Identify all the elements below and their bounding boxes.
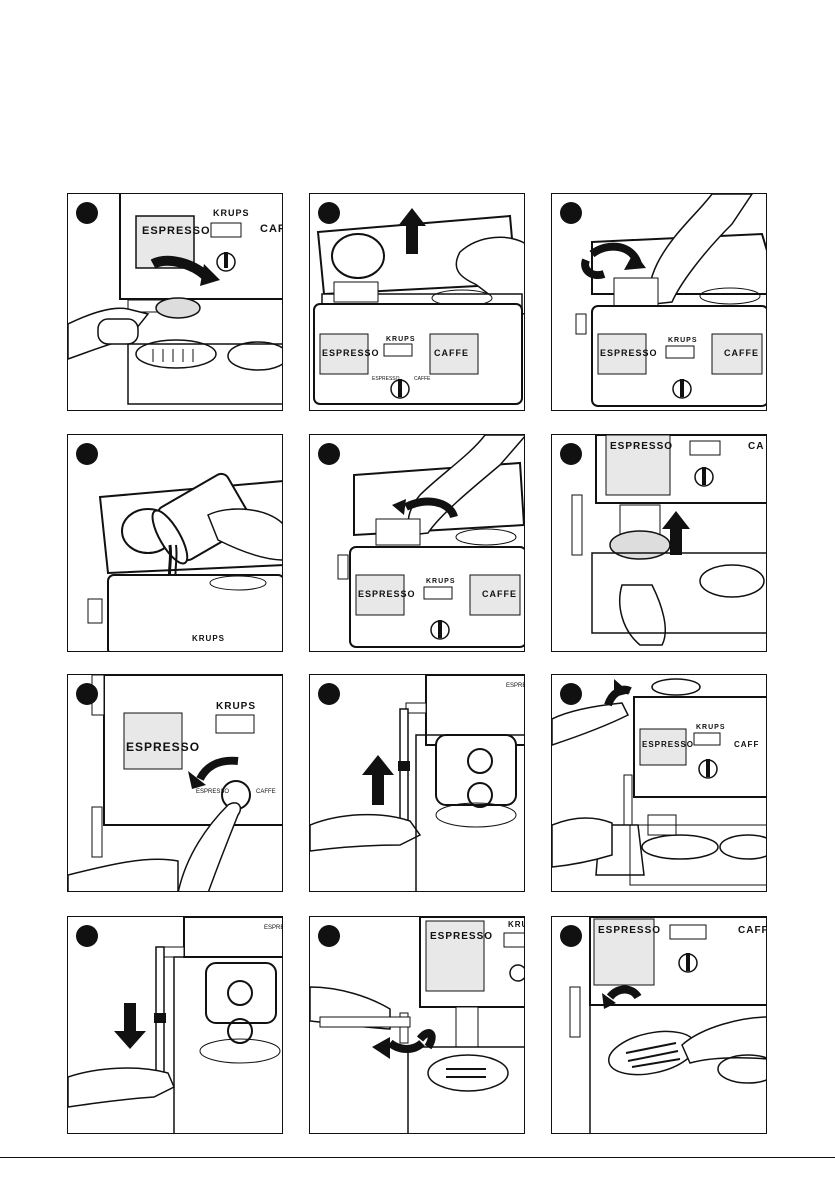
step-number-badge [318, 925, 340, 947]
caffe-label: CAFFE [724, 348, 759, 358]
step-panel-1: ESPRESSO KRUPS CAFF [67, 193, 283, 411]
brand-label: KRUPS [426, 578, 456, 585]
page-footer-rule [0, 1157, 835, 1158]
brand-label: KRUPS [386, 336, 416, 343]
espresso-label: ESPRESSO [322, 348, 380, 358]
espresso-label: ESPRESSO [264, 925, 283, 931]
caffe-label-cut: CA [748, 441, 764, 452]
step-panel-12: ESPRESSO CAFF [551, 916, 767, 1134]
caffe-label-cut: CAFF [260, 223, 283, 235]
step-number-badge [560, 443, 582, 465]
espresso-label: ESPRESSO [610, 441, 673, 452]
espresso-label: ESPRESSO [506, 683, 525, 689]
step-number-badge [76, 443, 98, 465]
step-panel-11: ESPRESSO KRUPS [309, 916, 525, 1134]
illustration-froth-milk: ESPRESSO CAFF KRUPS [552, 675, 767, 892]
espresso-label: ESPRESSO [642, 740, 694, 749]
step-number-badge [318, 683, 340, 705]
step-panel-3: ESPRESSO CAFFE KRUPS [551, 193, 767, 411]
caffe-label: CAFFE [434, 348, 469, 358]
step-panel-4: KRUPS [67, 434, 283, 652]
step-number-badge [560, 925, 582, 947]
caffe-label-cut: CAFF [734, 740, 759, 749]
espresso-label: ESPRESSO [142, 225, 211, 237]
caffe-label-cut: CAFF [738, 925, 767, 936]
step-panel-6: ESPRESSO CA [551, 434, 767, 652]
illustration-fill-water-tank: KRUPS [68, 435, 283, 652]
knob-espresso-label: ESPRESSO [372, 376, 400, 382]
illustration-lower-steam-nozzle: ESPRESSO [68, 917, 283, 1134]
brand-label: KRUPS [696, 724, 726, 731]
knob-espresso-label: ESPRESSO [196, 789, 229, 795]
espresso-label: ESPRESSO [598, 925, 661, 936]
illustration-remove-drip-tray-grid: ESPRESSO CAFF [552, 917, 767, 1134]
brand-label: KRUPS [192, 634, 225, 643]
illustration-remove-filter-holder: ESPRESSO KRUPS CAFF [68, 194, 283, 411]
step-panel-2: ESPRESSO CAFFE KRUPS ESPRESSO CAFFE [309, 193, 525, 411]
step-panel-7: ESPRESSO KRUPS ESPRESSO CAFFE [67, 674, 283, 892]
step-number-badge [76, 683, 98, 705]
step-panel-10: ESPRESSO [67, 916, 283, 1134]
illustration-turn-knob-to-espresso: ESPRESSO KRUPS ESPRESSO CAFFE [68, 675, 283, 892]
step-number-badge [318, 443, 340, 465]
espresso-label: ESPRESSO [126, 740, 200, 754]
brand-label: KRUPS [508, 920, 525, 929]
espresso-label: ESPRESSO [430, 931, 493, 942]
step-panel-9: ESPRESSO CAFF KRUPS [551, 674, 767, 892]
brand-label: KRUPS [216, 701, 256, 712]
step-panel-8: ESPRESSO [309, 674, 525, 892]
caffe-label: CAFFE [482, 589, 517, 599]
illustration-insert-filter-holder: ESPRESSO CA [552, 435, 767, 652]
illustration-open-water-tank-lid: ESPRESSO CAFFE KRUPS ESPRESSO CAFFE [310, 194, 525, 411]
illustration-clean-steam-nozzle: ESPRESSO KRUPS [310, 917, 525, 1134]
step-number-badge [318, 202, 340, 224]
knob-caffe-label: CAFFE [414, 376, 431, 382]
knob-caffe-label: CAFFE [256, 789, 276, 795]
step-number-badge [560, 202, 582, 224]
step-panel-5: ESPRESSO CAFFE KRUPS [309, 434, 525, 652]
step-number-badge [76, 925, 98, 947]
espresso-label: ESPRESSO [600, 348, 658, 358]
brand-label: KRUPS [213, 208, 250, 218]
illustration-replace-water-tank: ESPRESSO CAFFE KRUPS [310, 435, 525, 652]
step-number-badge [560, 683, 582, 705]
illustration-raise-steam-nozzle: ESPRESSO [310, 675, 525, 892]
step-number-badge [76, 202, 98, 224]
espresso-label: ESPRESSO [358, 589, 416, 599]
brand-label: KRUPS [668, 337, 698, 344]
illustration-remove-water-tank: ESPRESSO CAFFE KRUPS [552, 194, 767, 411]
